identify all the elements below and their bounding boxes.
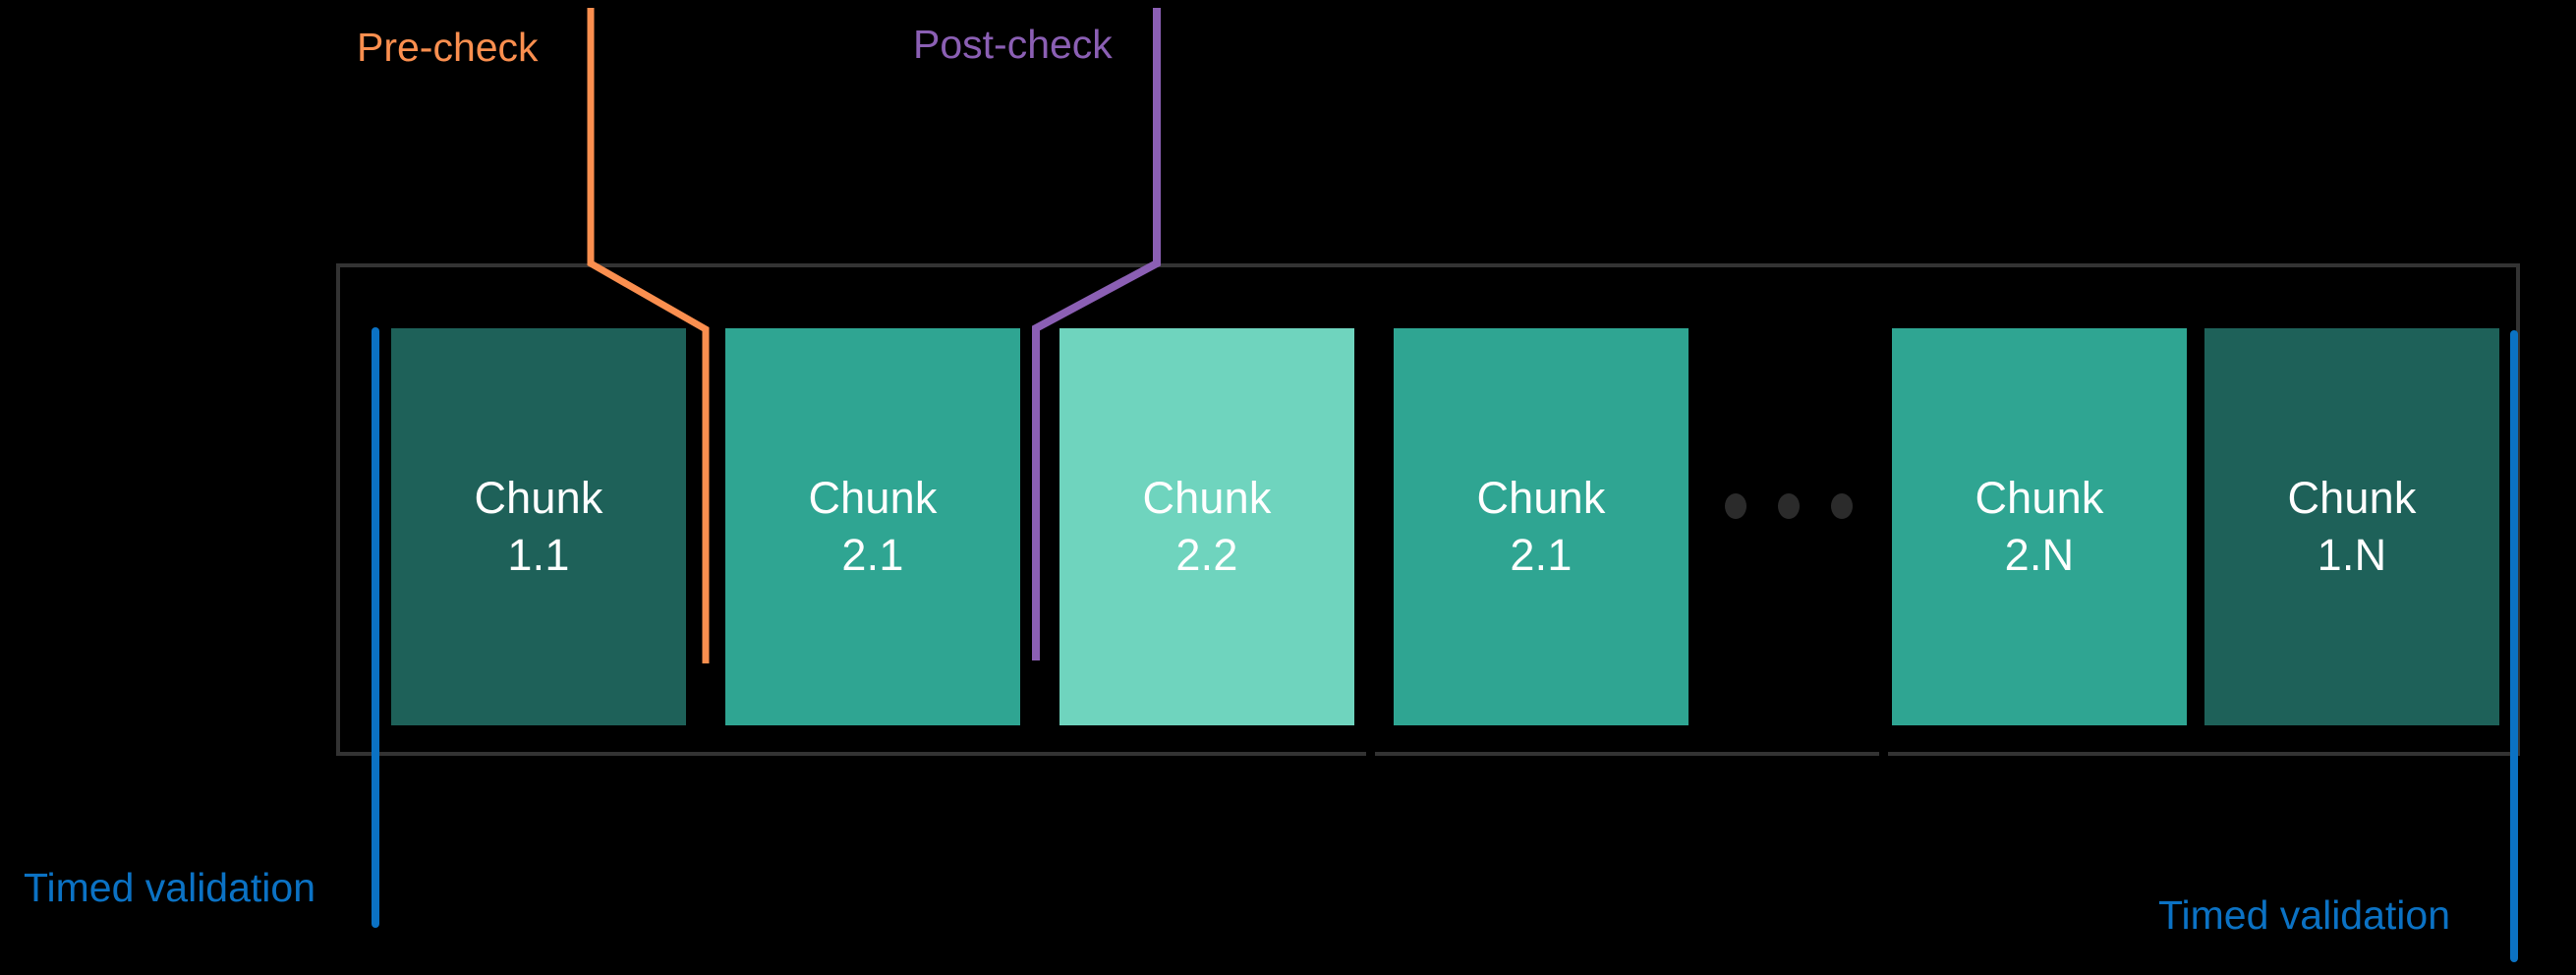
ellipsis-dot <box>1778 493 1800 519</box>
container-border-gap-1 <box>1366 752 1375 760</box>
chunk-label-line1: Chunk <box>1476 473 1606 524</box>
post-check-label: Post-check <box>913 22 1113 67</box>
chunk-label-line2: 2.1 <box>1510 530 1573 580</box>
chunk-block[interactable]: Chunk 2.1 <box>1394 328 1689 725</box>
pre-check-label: Pre-check <box>357 25 539 70</box>
chunk-block[interactable]: Chunk 2.2 <box>1059 328 1354 725</box>
ellipsis-dot <box>1725 493 1746 519</box>
chunk-label-line1: Chunk <box>1975 473 2104 524</box>
chunk-block[interactable]: Chunk 2.1 <box>725 328 1020 725</box>
chunk-label-line1: Chunk <box>2287 473 2417 524</box>
chunk-block[interactable]: Chunk 2.N <box>1892 328 2187 725</box>
chunk-block[interactable]: Chunk 1.N <box>2204 328 2499 725</box>
chunk-label-line2: 2.1 <box>841 530 904 580</box>
chunk-label-line2: 1.1 <box>507 530 570 580</box>
chunk-label-line1: Chunk <box>808 473 938 524</box>
chunk-label-line2: 2.2 <box>1175 530 1238 580</box>
chunk-label-line2: 1.N <box>2317 530 2387 580</box>
timed-validation-left-label: Timed validation <box>24 865 316 910</box>
chunk-label-line1: Chunk <box>1142 473 1272 524</box>
ellipsis-dot <box>1831 493 1853 519</box>
pipeline-container <box>336 263 2520 756</box>
chunk-label-line1: Chunk <box>474 473 603 524</box>
continuation-ellipsis-icon <box>1725 491 1853 521</box>
timed-validation-right-label: Timed validation <box>2158 892 2451 938</box>
container-border-gap-2 <box>1879 752 1888 760</box>
chunk-label-line2: 2.N <box>2004 530 2075 580</box>
chunk-block[interactable]: Chunk 1.1 <box>391 328 686 725</box>
